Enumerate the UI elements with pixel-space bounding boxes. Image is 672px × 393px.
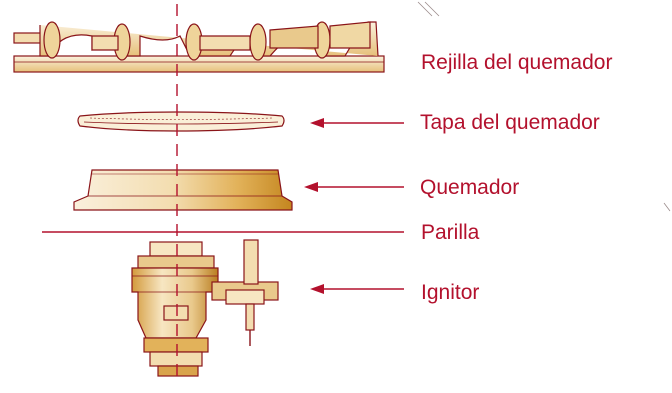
ignitor-assembly [131, 239, 279, 377]
label-burner-cap: Tapa del quemador [420, 111, 600, 134]
label-burner-grate: Rejilla del quemador [421, 51, 613, 74]
label-ignitor: Ignitor [421, 281, 480, 304]
corner-marks [417, 1, 671, 212]
burner-body [73, 169, 293, 211]
label-grill: Parilla [421, 221, 480, 244]
pointer-arrows [304, 118, 404, 294]
burner-cap [77, 111, 285, 132]
burner-grate [13, 21, 385, 73]
label-burner: Quemador [420, 176, 520, 199]
